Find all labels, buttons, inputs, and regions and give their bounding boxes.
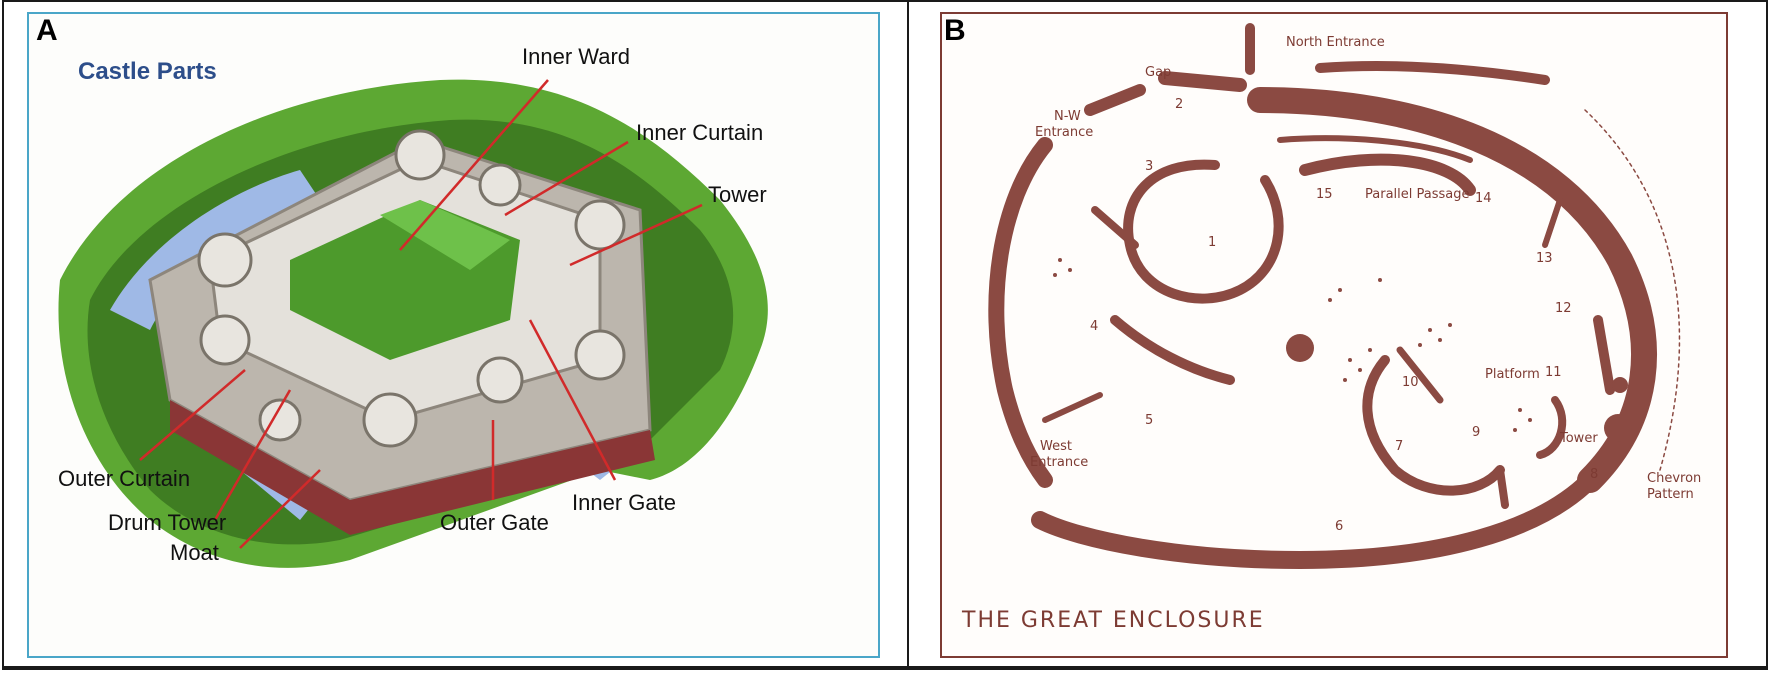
wall-north-outer: [1320, 66, 1545, 80]
label-n3: 3: [1145, 159, 1153, 174]
label-n14: 14: [1475, 191, 1492, 206]
cone-base: [1286, 334, 1314, 362]
wall-sw-inner: [1115, 320, 1230, 380]
label-n9: 9: [1472, 425, 1480, 440]
label-n13: 13: [1536, 251, 1553, 266]
outer-wall-ne: [1260, 100, 1644, 480]
label-n5: 5: [1145, 413, 1153, 428]
wall-north-seg: [1165, 78, 1240, 85]
label-gap: Gap: [1145, 65, 1171, 80]
wall-11: [1598, 320, 1610, 390]
wall-nw-seg: [1090, 90, 1140, 110]
label-n2: 2: [1175, 97, 1183, 112]
wall-7-stub: [1500, 470, 1505, 505]
label-parallel-passage: Parallel Passage: [1365, 187, 1469, 202]
label-chevron-1: Chevron: [1647, 471, 1701, 486]
label-n10: 10: [1402, 375, 1419, 390]
parallel-passage-wall: [1305, 160, 1470, 190]
label-n1: 1: [1208, 235, 1216, 250]
label-n8: 8: [1590, 467, 1598, 482]
outer-wall-s: [1040, 480, 1590, 560]
wall-w-cross: [1045, 395, 1100, 420]
label-chevron-2: Pattern: [1647, 487, 1694, 502]
label-tower-b: Tower: [1559, 431, 1598, 446]
label-west-1: West: [1040, 439, 1072, 454]
outer-wall-w: [996, 145, 1045, 480]
label-platform: Platform: [1485, 367, 1540, 382]
wall-13: [1545, 200, 1560, 245]
enclosure-walls: [996, 28, 1679, 560]
label-north-entrance: North Entrance: [1286, 35, 1385, 50]
label-nw-1: N-W: [1054, 109, 1081, 124]
platform-wall: [1540, 400, 1562, 455]
label-n15: 15: [1316, 187, 1333, 202]
label-nw-2: Entrance: [1035, 125, 1093, 140]
enclosure-1: [1128, 165, 1279, 299]
label-n4: 4: [1090, 319, 1098, 334]
small-tower: [1612, 377, 1628, 393]
label-n7: 7: [1395, 439, 1403, 454]
label-n12: 12: [1555, 301, 1572, 316]
label-west-2: Entrance: [1030, 455, 1088, 470]
label-n11: 11: [1545, 365, 1562, 380]
label-n6: 6: [1335, 519, 1343, 534]
conical-tower: [1604, 414, 1632, 442]
